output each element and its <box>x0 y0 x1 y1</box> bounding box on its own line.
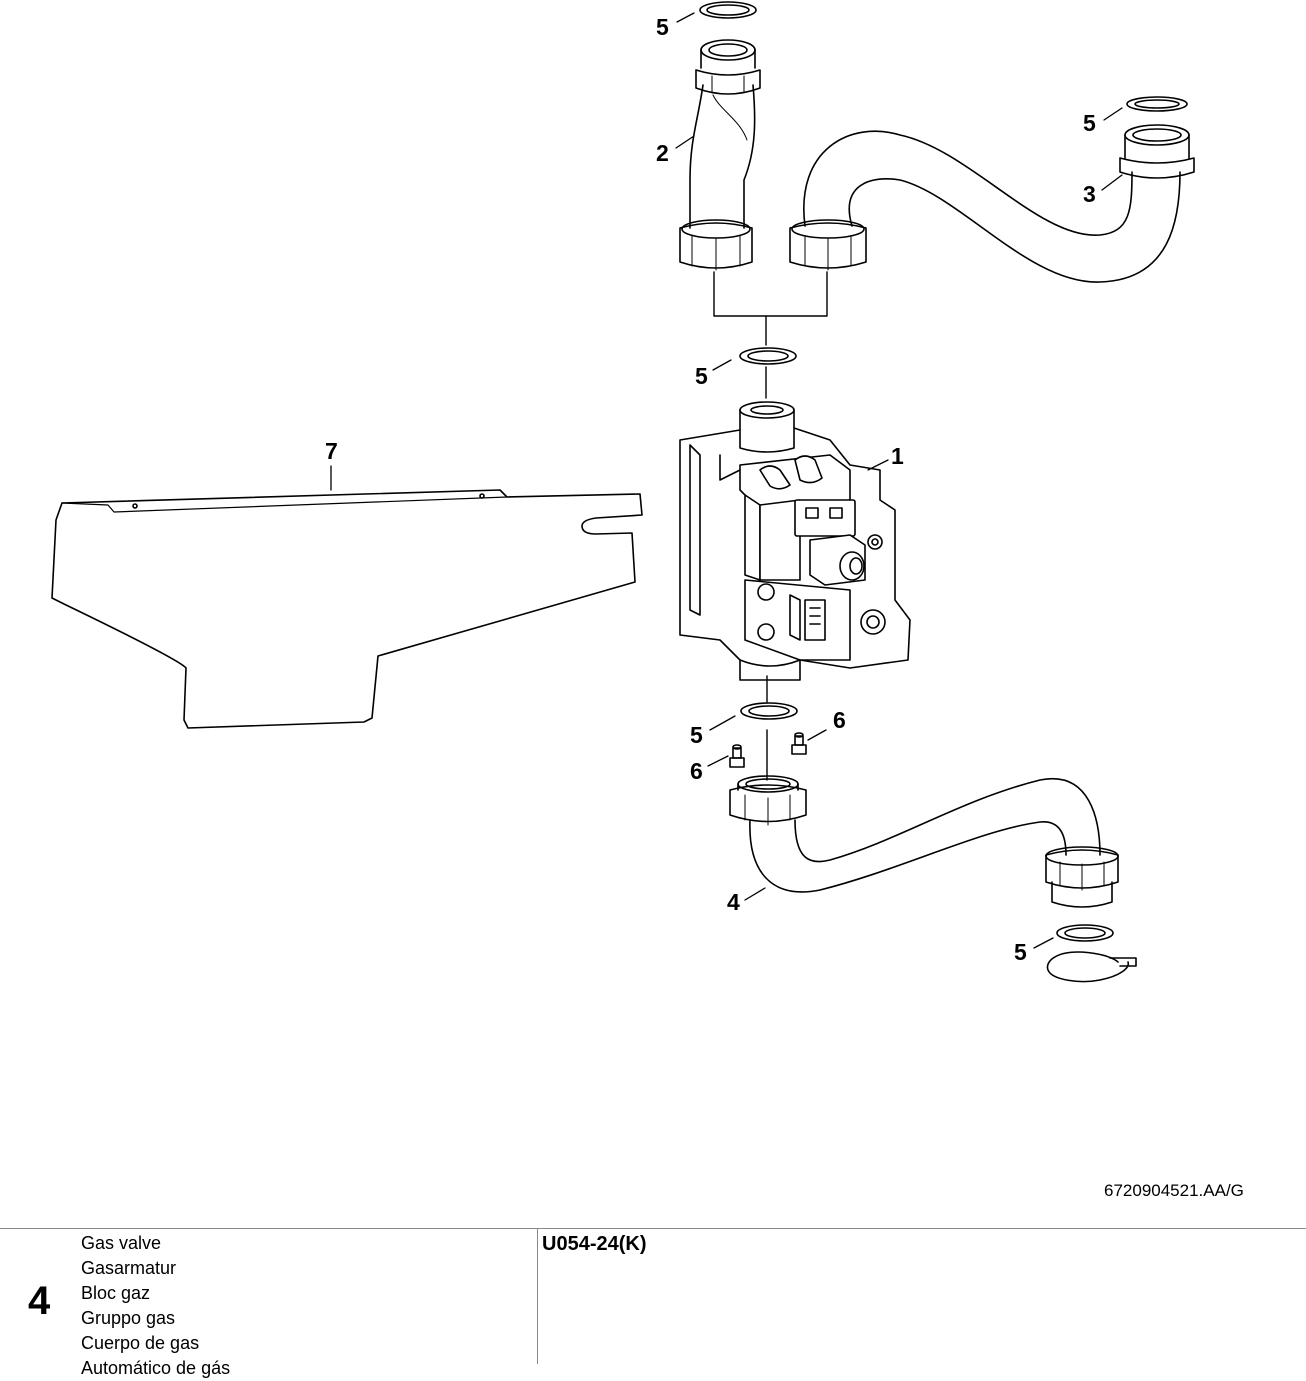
callout-3: 3 <box>1083 181 1096 207</box>
pipe-4 <box>729 775 1119 908</box>
callout-7: 7 <box>325 438 338 464</box>
callout-6: 6 <box>690 758 703 784</box>
washer-valve-top <box>739 347 797 365</box>
cover-plate <box>51 489 643 729</box>
callout-5: 5 <box>1014 939 1027 965</box>
part-name-pt: Automático de gás <box>81 1358 231 1378</box>
part-name-fr: Bloc gaz <box>81 1283 151 1303</box>
callout-4: 4 <box>727 889 740 915</box>
pipe-3 <box>789 124 1195 283</box>
pipe-2 <box>679 39 761 271</box>
document-number: 6720904521.AA/G <box>1104 1181 1244 1200</box>
title-block: 4 Gas valve Gasarmatur Bloc gaz Gruppo g… <box>0 1228 1306 1378</box>
gas-valve-body <box>679 401 911 681</box>
connection-bracket-lines <box>713 271 828 399</box>
exploded-parts-diagram: 5 2 5 3 5 7 1 5 6 6 4 5 <box>51 1 1195 983</box>
part-name-en: Gas valve <box>81 1233 162 1253</box>
part-name-it: Gruppo gas <box>81 1308 176 1328</box>
callout-5: 5 <box>695 363 708 389</box>
washer-lower-right <box>1056 924 1114 942</box>
washer-top <box>699 1 757 19</box>
test-nipple-right <box>791 732 807 755</box>
callout-labels: 5 2 5 3 5 7 1 5 6 6 4 5 <box>325 14 1096 965</box>
callout-5: 5 <box>1083 110 1096 136</box>
callout-6: 6 <box>833 707 846 733</box>
callout-2: 2 <box>656 140 669 166</box>
section-number: 4 <box>28 1279 51 1323</box>
circlip <box>1046 951 1137 983</box>
test-nipple-left <box>729 744 745 768</box>
washer-upper-right <box>1126 96 1188 112</box>
callout-leaders <box>330 12 1123 949</box>
callout-5: 5 <box>656 14 669 40</box>
model-number: U054-24(K) <box>542 1233 647 1255</box>
column-divider <box>537 1229 538 1364</box>
part-name-de: Gasarmatur <box>81 1258 177 1278</box>
part-name-es: Cuerpo de gas <box>81 1333 200 1353</box>
callout-1: 1 <box>891 443 904 469</box>
callout-5: 5 <box>690 722 703 748</box>
washer-valve-bottom <box>740 702 798 720</box>
part-name-translations: Gas valve Gasarmatur Bloc gaz Gruppo gas… <box>81 1231 230 1381</box>
